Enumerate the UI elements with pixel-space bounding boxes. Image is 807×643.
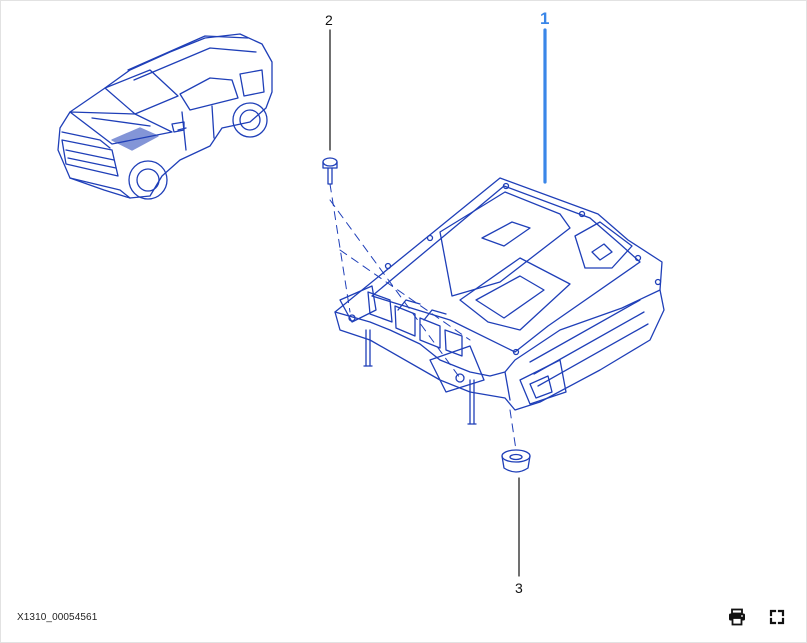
alignment-lines [329, 183, 517, 451]
diagram-reference-code: X1310_00054561 [17, 612, 98, 623]
grommet-part [501, 449, 531, 473]
bolt-part [322, 157, 338, 185]
module-assembly [334, 177, 665, 425]
printer-icon [729, 608, 745, 626]
fullscreen-button[interactable] [764, 604, 790, 630]
callout-label-2[interactable]: 2 [325, 12, 333, 28]
callout-label-1[interactable]: 1 [540, 9, 550, 28]
vehicle-locator-illustration [57, 33, 273, 200]
print-button[interactable] [724, 604, 750, 630]
callout-label-3[interactable]: 3 [515, 580, 523, 596]
fullscreen-icon [769, 609, 785, 625]
